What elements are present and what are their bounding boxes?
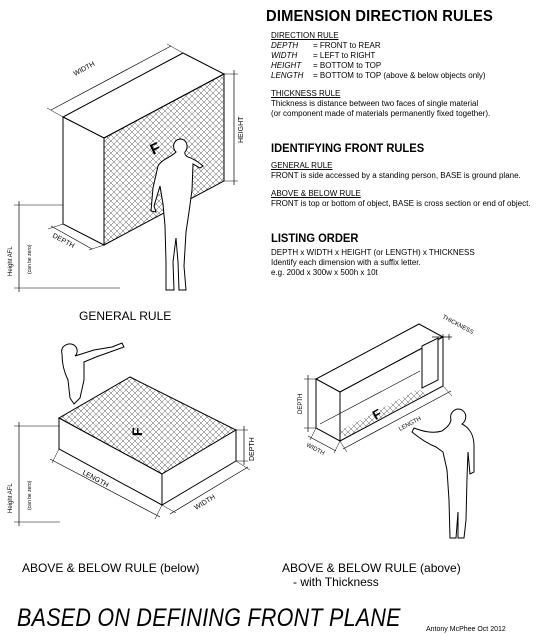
afl-label-2: Height AFL: [8, 483, 14, 513]
listing-line: Identify each dimension with a suffix le…: [271, 258, 421, 267]
looking-up-person-silhouette: [411, 408, 475, 539]
below-rule-diagram: F: [14, 342, 251, 526]
direction-row-height: HEIGHT = BOTTOM to TOP: [271, 61, 382, 70]
box3-end-opening: [421, 337, 439, 389]
afl-label-1: Height AFL: [8, 246, 14, 276]
direction-key: DEPTH: [271, 41, 299, 50]
caption-below-rule: ABOVE & BELOW RULE (below): [22, 561, 200, 575]
thickness-rule-line: (or component made of materials permanen…: [271, 109, 491, 118]
width-label-1: WIDTH: [73, 61, 97, 78]
caption-above-rule-sub: - with Thickness: [293, 575, 379, 589]
direction-value: = LEFT to RIGHT: [313, 51, 376, 60]
listing-line: DEPTH x WIDTH x HEIGHT (or LENGTH) x THI…: [271, 248, 475, 257]
width-label-3: WIDTH: [305, 442, 325, 457]
direction-rule-heading: DIRECTION RULE: [271, 31, 339, 40]
above-below-heading: ABOVE & BELOW RULE: [271, 189, 361, 198]
direction-key: LENGTH: [271, 71, 304, 80]
general-rule-diagram: F: [14, 43, 238, 292]
caption-general-rule: GENERAL RULE: [79, 309, 172, 323]
length-dimension-line-2: [49, 458, 161, 518]
depth-label-1: DEPTH: [51, 233, 75, 250]
afl-note-2: (can be zero): [27, 480, 33, 510]
above-rule-diagram: F: [304, 323, 475, 539]
footer-title: BASED ON DEFINING FRONT PLANE: [17, 604, 401, 632]
direction-row-length: LENGTH = BOTTOM to TOP (above & below obj…: [271, 71, 486, 80]
page-title: DIMENSION DIRECTION RULES: [266, 8, 494, 25]
direction-value: = FRONT to REAR: [313, 41, 381, 50]
width-dimension-line-2: [169, 466, 249, 515]
front-mark-2: F: [129, 427, 145, 436]
length-dimension-line-3: [342, 390, 452, 450]
thickness-rule-line: Thickness is distance between two faces …: [271, 99, 479, 108]
general-rule-heading: GENERAL RULE: [271, 161, 333, 170]
general-rule-text: FRONT is side accessed by a standing per…: [271, 171, 521, 180]
width-dimension-line: [50, 45, 172, 111]
identifying-title: IDENTIFYING FRONT RULES: [271, 141, 425, 155]
caption-above-rule: ABOVE & BELOW RULE (above): [282, 561, 461, 575]
standing-person-silhouette: [150, 138, 204, 291]
height-label-1: HEIGHT: [238, 116, 245, 143]
reaching-person-silhouette: [61, 342, 125, 405]
direction-row-width: WIDTH = LEFT to RIGHT: [271, 51, 376, 60]
listing-title: LISTING ORDER: [271, 231, 359, 245]
width-label-2: WIDTH: [193, 494, 216, 512]
direction-value: = BOTTOM to TOP: [313, 61, 382, 70]
direction-key: HEIGHT: [271, 61, 302, 70]
width-dimension-line-3: [307, 435, 337, 452]
listing-example: e.g. 200d x 300w x 500h x 10t: [271, 268, 378, 277]
box1-side-face: [62, 116, 105, 246]
thickness-label: THICKNESS: [441, 314, 474, 335]
direction-value: = BOTTOM to TOP (above & below objects o…: [313, 71, 486, 80]
thickness-rule-heading: THICKNESS RULE: [271, 89, 341, 98]
box3-hatched-face: [338, 389, 426, 437]
depth-label-3: DEPTH: [298, 394, 304, 414]
depth-dimension-line: [50, 225, 93, 250]
direction-row-depth: DEPTH = FRONT to REAR: [271, 41, 381, 50]
depth-label-2: DEPTH: [249, 437, 256, 461]
above-below-text: FRONT is top or bottom of object, BASE i…: [271, 199, 531, 208]
afl-note-1: (can be zero): [27, 244, 33, 274]
direction-key: WIDTH: [271, 51, 298, 60]
footer-credit: Antony McPhee Oct 2012: [426, 626, 506, 633]
